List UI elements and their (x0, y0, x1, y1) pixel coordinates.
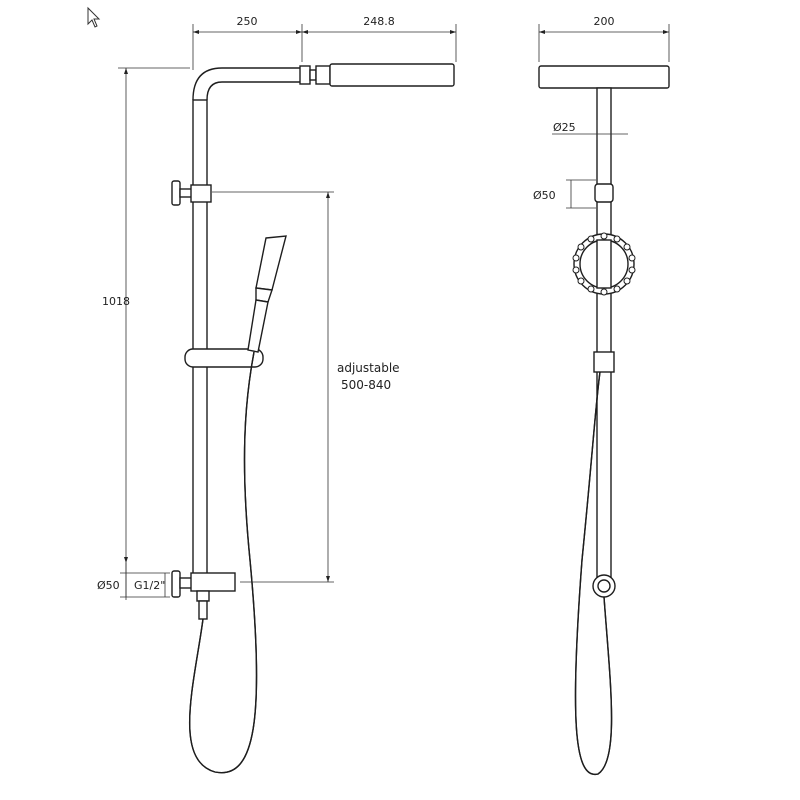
arm-connector (299, 65, 311, 85)
shower-head (329, 63, 455, 87)
dim-pipe-diameter: Ø25 (553, 121, 576, 134)
side-shower-head (538, 65, 670, 89)
upper-knob (171, 180, 212, 206)
dim-thread: G1/2" (134, 579, 165, 592)
hand-shower (247, 235, 287, 353)
dim-bracket-diameter: Ø50 (533, 189, 556, 202)
side-dimensions: 200 Ø25 Ø50 (533, 15, 670, 209)
wall-bracket-ring (572, 232, 636, 296)
dim-outlet-diameter: Ø50 (97, 579, 120, 592)
dim-head-width: 200 (594, 15, 615, 28)
dim-adjustable-range: 500-840 (341, 378, 391, 392)
mouse-pointer-icon (87, 6, 101, 28)
dim-arm-length: 250 (237, 15, 258, 28)
riser-pipe (192, 99, 208, 581)
dim-head-length: 248.8 (363, 15, 395, 28)
shower-arm (192, 67, 302, 101)
bottom-outlet (171, 570, 236, 620)
dim-total-height: 1018 (102, 295, 130, 308)
front-dimensions: 250 248.8 1018 adjustable 500-840 Ø50 G1… (97, 15, 457, 600)
hand-shower-slider (184, 348, 264, 368)
side-riser-pipe (596, 87, 612, 579)
front-view (171, 63, 455, 774)
dim-adjustable-label: adjustable (337, 361, 400, 375)
side-view (538, 65, 670, 776)
side-slider (593, 351, 615, 373)
